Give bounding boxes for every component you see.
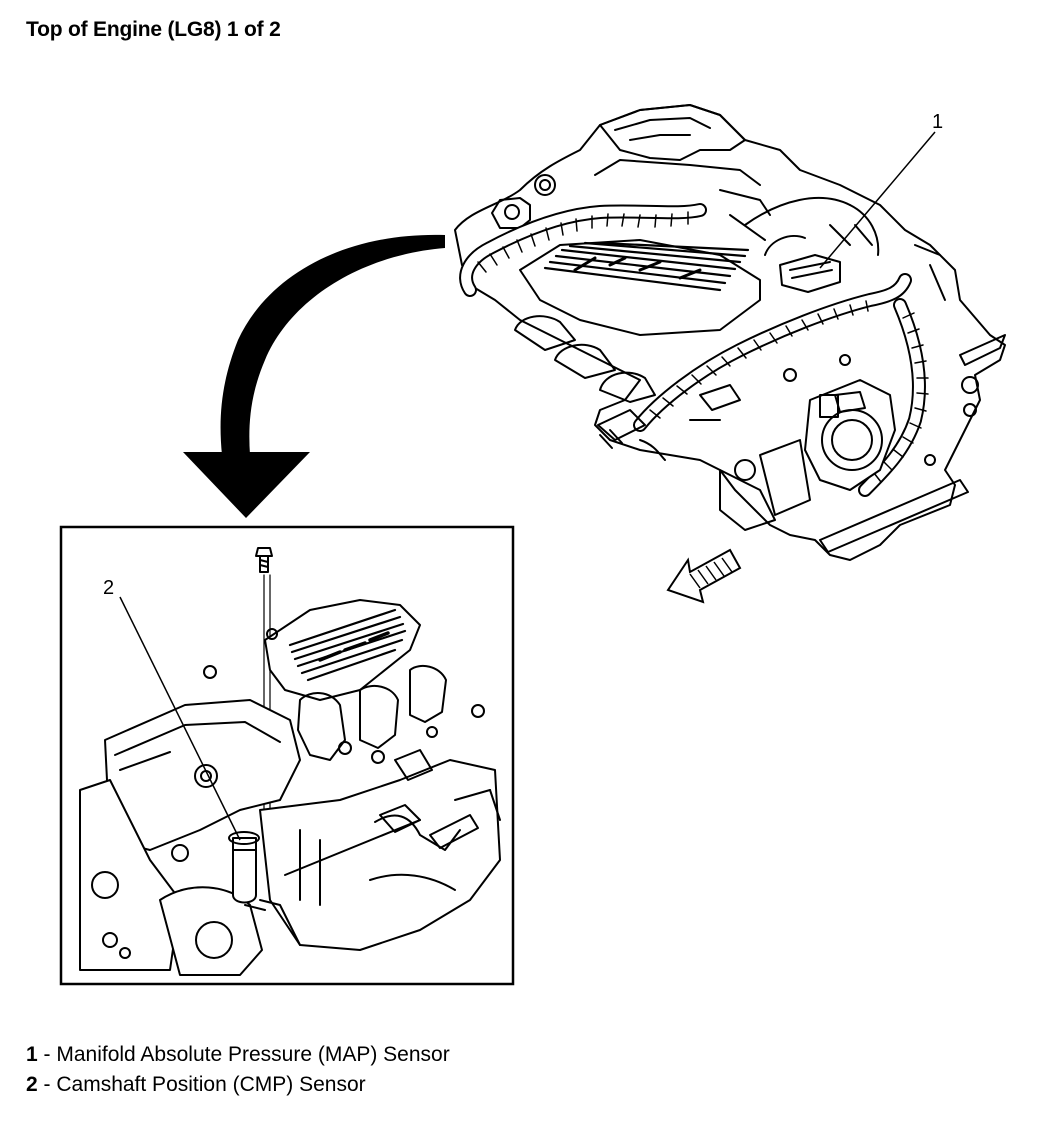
legend-separator: - [37, 1043, 57, 1066]
legend-number: 1 [26, 1043, 38, 1066]
legend-item: 2 - Camshaft Position (CMP) Sensor [26, 1070, 450, 1100]
callout-1-label: 1 [932, 111, 943, 133]
front-direction-arrow-icon [666, 548, 742, 604]
legend-item: 1 - Manifold Absolute Pressure (MAP) Sen… [26, 1040, 450, 1070]
legend-text: Manifold Absolute Pressure (MAP) Sensor [56, 1043, 450, 1066]
curved-arrow-icon [183, 234, 445, 518]
legend-separator: - [37, 1073, 57, 1096]
legend-number: 2 [26, 1073, 38, 1096]
callout-2-leader [119, 596, 241, 841]
callout-1-leader [819, 131, 936, 269]
legend: 1 - Manifold Absolute Pressure (MAP) Sen… [26, 1040, 450, 1100]
inset-engine-view [79, 547, 501, 976]
legend-text: Camshaft Position (CMP) Sensor [56, 1073, 366, 1096]
callout-2-label: 2 [103, 577, 114, 599]
page-title: Top of Engine (LG8) 1 of 2 [26, 18, 281, 41]
engine-top-view [454, 104, 1006, 561]
